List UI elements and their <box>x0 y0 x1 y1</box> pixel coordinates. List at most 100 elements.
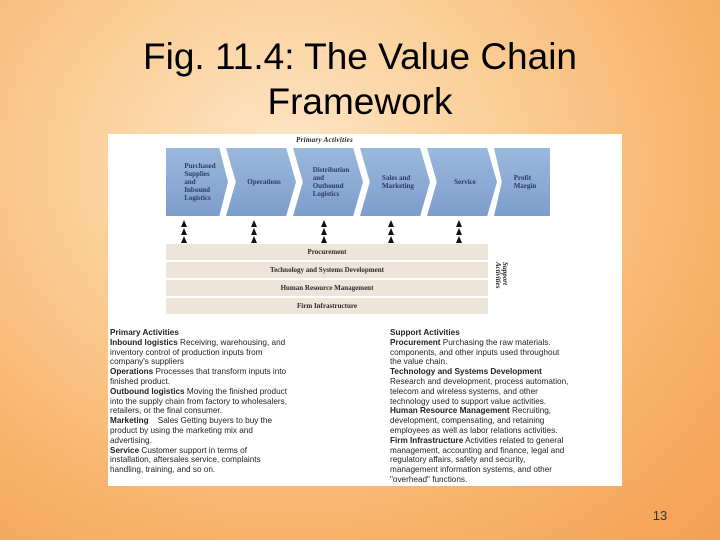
desc-heading: Primary Activities <box>110 328 179 337</box>
desc-line: Marketing Sales Getting buyers to buy th… <box>110 416 360 426</box>
desc-text: company's suppliers <box>110 357 184 367</box>
desc-term: Inbound logistics <box>110 337 178 347</box>
desc-text: handling, training, and so on. <box>110 465 216 475</box>
desc-line: product by using the marketing mix and <box>110 426 360 436</box>
desc-line: Inbound logistics Receiving, warehousing… <box>110 338 360 348</box>
support-arrows <box>166 220 526 244</box>
primary-activities-chevrons: Purchased Supplies and Inbound Logistics… <box>166 148 550 220</box>
desc-lines: Inbound logistics Receiving, warehousing… <box>110 338 360 475</box>
desc-line: Firm Infrastructure Activities related t… <box>390 436 622 446</box>
desc-text: management, accounting and finance, lega… <box>390 445 565 455</box>
desc-line: handling, training, and so on. <box>110 465 360 475</box>
chevron-profit-margin: Profit Margin <box>494 148 550 216</box>
desc-text: Recruiting, <box>509 406 552 416</box>
desc-lines: Procurement Purchasing the raw materials… <box>390 338 622 485</box>
desc-text: technology used to support value activit… <box>390 396 547 406</box>
desc-line: components, and other inputs used throug… <box>390 348 622 358</box>
support-bar-procurement: Procurement <box>166 244 488 260</box>
support-bar-infrastructure: Firm Infrastructure <box>166 298 488 314</box>
arrow-up-icon <box>321 220 327 227</box>
desc-text: Customer support in terms of <box>139 445 247 455</box>
desc-text: management information systems, and othe… <box>390 465 553 475</box>
arrow-up-icon <box>251 228 257 235</box>
desc-text: installation, aftersales service, compla… <box>110 455 261 465</box>
arrow-up-icon <box>388 220 394 227</box>
desc-text: Purchasing the raw materials. <box>440 337 551 347</box>
arrow-up-icon <box>251 236 257 243</box>
arrow-up-icon <box>181 236 187 243</box>
desc-line: development, compensating, and retaining <box>390 416 622 426</box>
arrow-up-icon <box>456 236 462 243</box>
support-activities-label: Support Activities <box>494 262 509 289</box>
desc-text: retailers, or the final consumer. <box>110 406 222 416</box>
desc-line: Technology and Systems Development <box>390 367 622 377</box>
desc-line: "overhead" functions. <box>390 475 622 485</box>
desc-line: Operations Processes that transform inpu… <box>110 367 360 377</box>
desc-line: Human Resource Management Recruiting, <box>390 406 622 416</box>
arrow-up-icon <box>321 236 327 243</box>
arrow-up-icon <box>456 228 462 235</box>
desc-line: into the supply chain from factory to wh… <box>110 397 360 407</box>
desc-term: Firm Infrastructure <box>390 435 464 445</box>
desc-line: Outbound logistics Moving the finished p… <box>110 387 360 397</box>
arrow-up-icon <box>181 228 187 235</box>
desc-text: regulatory affairs, safety and security, <box>390 455 526 465</box>
desc-text: the value chain. <box>390 357 448 367</box>
chevron-operations: Operations <box>226 148 296 216</box>
desc-line: finished product. <box>110 377 360 387</box>
desc-text: into the supply chain from factory to wh… <box>110 396 288 406</box>
chevron-inbound-logistics: Purchased Supplies and Inbound Logistics <box>166 148 228 216</box>
desc-text: development, compensating, and retaining <box>390 416 545 426</box>
desc-line: management information systems, and othe… <box>390 465 622 475</box>
primary-activities-descriptions: Primary Activities Inbound logistics Rec… <box>110 328 360 475</box>
chevron-sales-marketing: Sales and Marketing <box>360 148 430 216</box>
value-chain-figure: Primary Activities Purchased Supplies an… <box>108 134 622 486</box>
desc-line: advertising. <box>110 436 360 446</box>
desc-line: Procurement Purchasing the raw materials… <box>390 338 622 348</box>
desc-line: the value chain. <box>390 357 622 367</box>
slide-title: Fig. 11.4: The Value Chain Framework <box>143 36 577 122</box>
desc-line: Service Customer support in terms of <box>110 446 360 456</box>
desc-term: Service <box>110 445 140 455</box>
page-number: 13 <box>652 508 668 523</box>
desc-text: components, and other inputs used throug… <box>390 347 560 357</box>
desc-text: finished product. <box>110 376 171 386</box>
support-bar-technology: Technology and Systems Development <box>166 262 488 278</box>
desc-text: telecom and wireless systems, and other <box>390 386 538 396</box>
support-activities-descriptions: Support Activities Procurement Purchasin… <box>390 328 622 485</box>
desc-line: telecom and wireless systems, and other <box>390 387 622 397</box>
desc-term: Marketing <box>110 416 149 426</box>
desc-term: Operations <box>110 367 154 377</box>
desc-text: advertising. <box>110 435 152 445</box>
arrow-up-icon <box>321 228 327 235</box>
chevron-outbound-logistics: Distribution and Outbound Logistics <box>293 148 363 216</box>
arrow-up-icon <box>388 236 394 243</box>
desc-line: company's suppliers <box>110 357 360 367</box>
primary-activities-label: Primary Activities <box>296 136 354 144</box>
support-bar-hr: Human Resource Management <box>166 280 488 296</box>
desc-text: inventory control of production inputs f… <box>110 347 263 357</box>
arrow-up-icon <box>251 220 257 227</box>
arrow-up-icon <box>456 220 462 227</box>
desc-text: Activities related to general <box>463 435 564 445</box>
desc-term: Outbound logistics <box>110 386 185 396</box>
desc-line: installation, aftersales service, compla… <box>110 455 360 465</box>
desc-line: inventory control of production inputs f… <box>110 348 360 358</box>
arrow-up-icon <box>388 228 394 235</box>
desc-text: Research and development, process automa… <box>390 376 569 386</box>
desc-text: Sales Getting buyers to buy the <box>148 416 273 426</box>
desc-text: Processes that transform inputs into <box>153 367 287 377</box>
arrow-up-icon <box>181 220 187 227</box>
desc-line: retailers, or the final consumer. <box>110 406 360 416</box>
desc-term: Procurement <box>390 337 441 347</box>
desc-line: management, accounting and finance, lega… <box>390 446 622 456</box>
chevron-service: Service <box>427 148 497 216</box>
desc-line: technology used to support value activit… <box>390 397 622 407</box>
desc-heading: Support Activities <box>390 328 460 337</box>
desc-text: "overhead" functions. <box>390 474 468 484</box>
support-activities-bars: Procurement Technology and Systems Devel… <box>166 244 488 314</box>
desc-line: Research and development, process automa… <box>390 377 622 387</box>
desc-line: employees as well as labor relations act… <box>390 426 622 436</box>
desc-text: product by using the marketing mix and <box>110 425 253 435</box>
desc-text: Receiving, warehousing, and <box>177 337 286 347</box>
